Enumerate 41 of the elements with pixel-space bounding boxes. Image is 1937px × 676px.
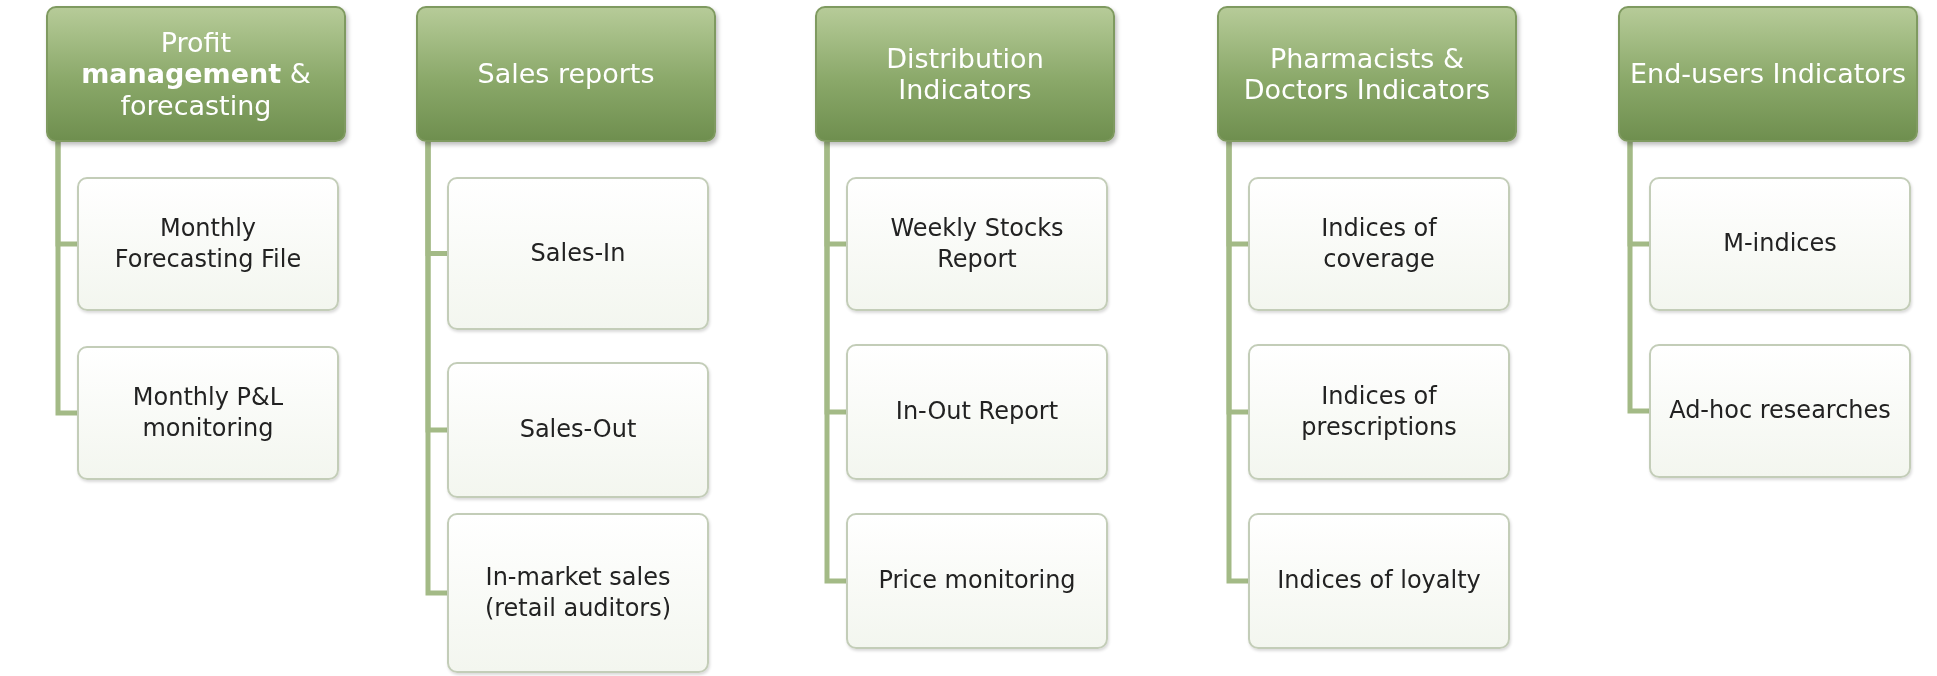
box-label: Indices of loyalty: [1277, 565, 1481, 597]
item-box: [846, 513, 1108, 649]
item-box: [1649, 344, 1911, 478]
box-label: Profit management & forecasting: [80, 27, 312, 121]
item-box: [77, 346, 339, 480]
box-label: In-Out Report: [895, 396, 1059, 428]
box-label: Indices of prescriptions: [1300, 380, 1458, 443]
box-label: End-users Indicators: [1630, 58, 1906, 90]
item-box: [447, 513, 709, 673]
item-box: [77, 177, 339, 311]
box-label: Monthly P&L monitoring: [131, 381, 285, 444]
item-box: [1649, 177, 1911, 311]
box-label: Weekly Stocks Report: [889, 212, 1065, 275]
connector-line: [1226, 142, 1248, 584]
category-header-box: [1618, 6, 1918, 142]
connector-line: [824, 142, 846, 584]
box-label: In-market sales (retail auditors): [483, 561, 673, 624]
box-label: Distribution Indicators: [885, 42, 1045, 106]
item-box: [1248, 344, 1510, 480]
box-label: Sales-In: [530, 237, 626, 269]
item-box: [846, 177, 1108, 311]
item-box: [1248, 177, 1510, 311]
category-header-box: [1217, 6, 1517, 142]
box-label: Sales reports: [477, 58, 655, 90]
connector-line: [1627, 142, 1649, 414]
box-label: Sales-Out: [519, 414, 637, 446]
category-header-box: [815, 6, 1115, 142]
category-header-box: [46, 6, 346, 142]
box-label: Price monitoring: [878, 565, 1076, 597]
box-label: Pharmacists & Doctors Indicators: [1242, 42, 1492, 106]
connector-line: [55, 142, 77, 416]
item-box: [846, 344, 1108, 480]
box-label: Ad-hoc researches: [1669, 395, 1891, 427]
item-box: [1248, 513, 1510, 649]
item-box: [447, 362, 709, 498]
category-header-box: [416, 6, 716, 142]
connector-line: [425, 142, 447, 596]
box-label: M-indices: [1723, 228, 1837, 260]
item-box: [447, 177, 709, 330]
box-label: Monthly Forecasting File: [113, 212, 303, 275]
box-label: Indices of coverage: [1320, 212, 1439, 275]
